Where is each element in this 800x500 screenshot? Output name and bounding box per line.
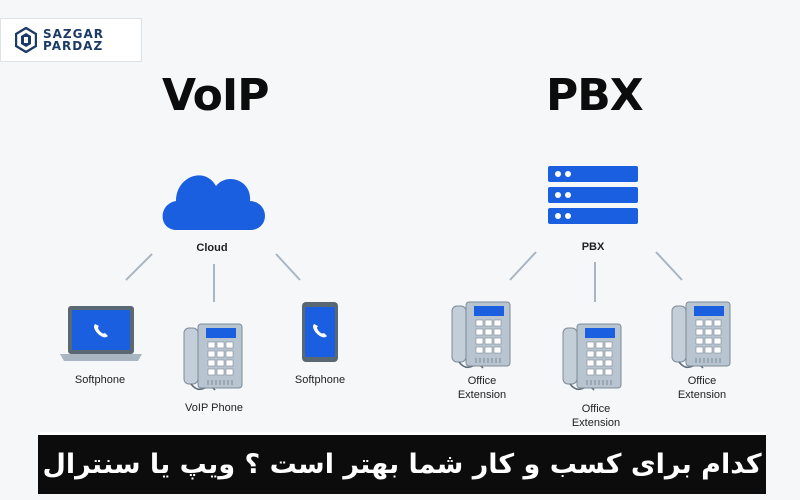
server-icon: [548, 166, 638, 224]
brand-line-1: SAZGAR: [43, 27, 105, 41]
cloud-icon: [162, 175, 265, 230]
voip-phone-label: VoIP Phone: [185, 402, 243, 414]
voip-desk-phone-icon: [183, 323, 243, 391]
cloud-label: Cloud: [196, 242, 228, 254]
connector-cloud-smartphone: [275, 253, 301, 281]
office-extension-2-line1: Office: [581, 403, 611, 415]
brand-emblem-icon: [15, 27, 37, 53]
laptop-icon: [60, 306, 142, 361]
pbx-connectors: [509, 251, 683, 302]
pbx-desk-phone-icon-3: [671, 301, 731, 369]
pbx-desk-phone-icon-1: [451, 301, 511, 369]
office-extension-1-line2: Extension: [457, 389, 507, 401]
softphone-mobile-label: Softphone: [294, 374, 346, 386]
office-extension-1-line1: Office: [467, 375, 497, 387]
connector-cloud-laptop: [125, 253, 153, 281]
office-extension-label-1: Office Extension: [458, 374, 506, 402]
office-extension-2-line2: Extension: [571, 417, 621, 429]
connector-pbx-ext-3: [655, 251, 683, 281]
pbx-hub-label: PBX: [581, 241, 605, 253]
connector-pbx-ext-1: [509, 251, 537, 281]
pbx-desk-phone-icon-2: [562, 323, 622, 391]
pbx-title: PBX: [546, 70, 644, 121]
voip-title: VoIP: [162, 70, 269, 121]
brand-name: SAZGAR PARDAZ: [43, 28, 104, 52]
banner-text: کدام برای کسب و کار شما بهتر است ؟ ویپ ی…: [42, 449, 762, 480]
office-extension-3-line1: Office: [687, 375, 717, 387]
office-extension-3-line2: Extension: [677, 389, 727, 401]
office-extension-label-3: Office Extension: [678, 374, 726, 402]
office-extension-label-2: Office Extension: [572, 402, 620, 430]
voip-connectors: [125, 253, 301, 302]
brand-line-2: PARDAZ: [43, 39, 104, 53]
bottom-banner: کدام برای کسب و کار شما بهتر است ؟ ویپ ی…: [38, 432, 766, 494]
softphone-laptop-label: Softphone: [74, 374, 126, 386]
brand-logo: SAZGAR PARDAZ: [0, 18, 142, 62]
smartphone-icon: [302, 302, 338, 362]
